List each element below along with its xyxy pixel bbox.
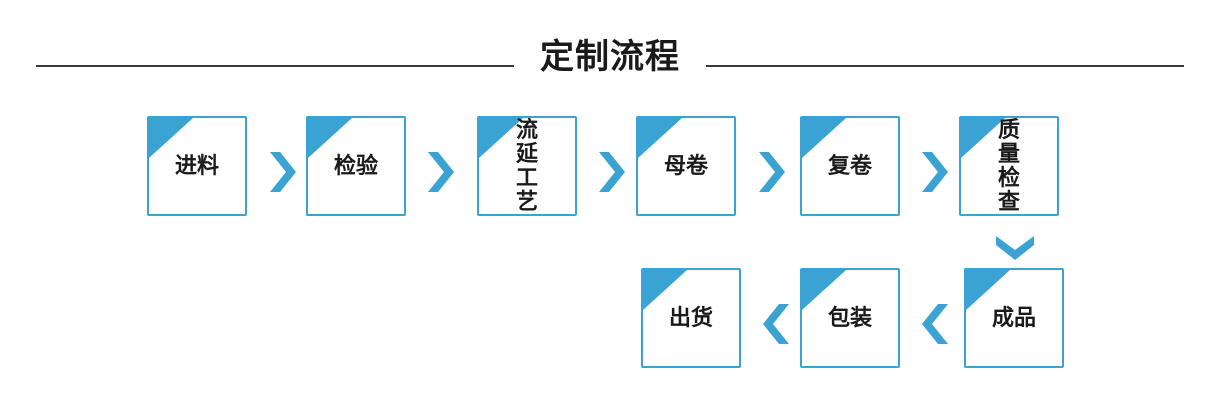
step-label: 复卷 <box>827 153 872 179</box>
header-rule-right <box>706 65 1184 67</box>
chevron-right-icon <box>599 152 625 192</box>
step-label: 母卷 <box>663 153 708 179</box>
step-label: 进料 <box>174 153 219 179</box>
chevron-left-icon <box>763 304 789 344</box>
chevron-right-icon <box>922 152 948 192</box>
step-box-4: 母卷 <box>636 116 736 216</box>
step-label: 包装 <box>827 305 872 331</box>
step-box-5: 复卷 <box>800 116 900 216</box>
header-rule-left <box>36 65 514 67</box>
step-box-2: 检验 <box>306 116 406 216</box>
page-title: 定制流程 <box>540 37 680 77</box>
step-box-1: 进料 <box>147 116 247 216</box>
step-label: 检验 <box>333 153 378 179</box>
step-box-9: 出货 <box>641 268 741 368</box>
step-box-8: 包装 <box>800 268 900 368</box>
step-label: 流延工艺 <box>515 117 538 215</box>
chevron-right-icon <box>759 152 785 192</box>
step-box-7: 成品 <box>964 268 1064 368</box>
step-label: 质量检查 <box>997 117 1020 215</box>
step-label: 出货 <box>668 305 713 331</box>
step-label: 成品 <box>991 305 1036 331</box>
chevron-down-icon <box>996 236 1034 260</box>
chevron-right-icon <box>270 152 296 192</box>
step-box-6: 质量检查 <box>959 116 1059 216</box>
chevron-left-icon <box>922 304 948 344</box>
step-box-3: 流延工艺 <box>477 116 577 216</box>
chevron-right-icon <box>428 152 454 192</box>
